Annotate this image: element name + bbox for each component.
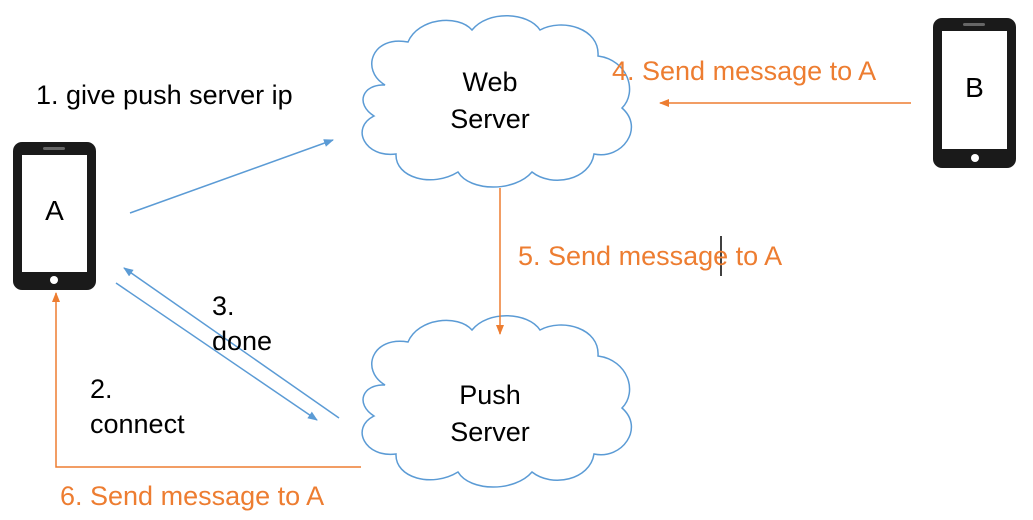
- arrow-step1: [129, 139, 334, 214]
- step4-label: 4. Send message to A: [612, 56, 877, 86]
- arrow-step6: [52, 292, 361, 468]
- arrow-step3: [123, 267, 340, 419]
- step3-number: 3.: [212, 291, 235, 321]
- web-server-cloud: [361, 15, 633, 188]
- phone-b-device: [933, 18, 1016, 168]
- web-server-label-line1: Web: [462, 67, 518, 97]
- step2-label: connect: [90, 409, 185, 439]
- step1-label: 1. give push server ip: [36, 80, 293, 110]
- phone-a-label: A: [45, 195, 64, 226]
- push-server-cloud: [361, 315, 633, 488]
- arrow-step2: [115, 282, 318, 421]
- phone-a-device: [13, 142, 96, 290]
- push-server-label-line2: Server: [450, 417, 530, 447]
- phone-b-label: B: [965, 72, 984, 103]
- step5-label: 5. Send message to A: [518, 241, 783, 271]
- step3-label: done: [212, 326, 273, 356]
- push-server-label-line1: Push: [459, 380, 521, 410]
- step2-number: 2.: [90, 374, 113, 404]
- step6-label: 6. Send message to A: [60, 481, 325, 511]
- web-server-label-line2: Server: [450, 104, 530, 134]
